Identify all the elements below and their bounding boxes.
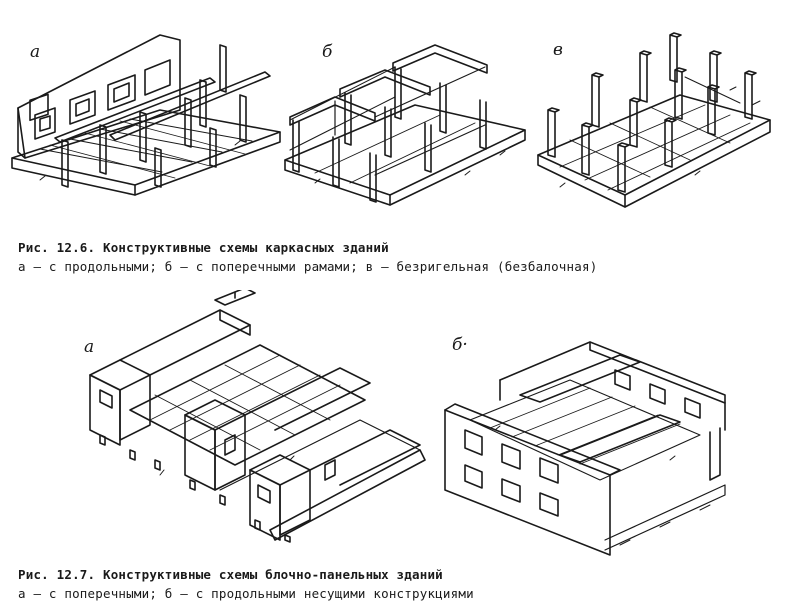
figure-12-7-caption-title: Рис. 12.7. Конструктивные схемы блочно-п… [18,567,443,582]
figure-12-6-label-c: в [553,40,563,60]
figure-12-7-a-drawing [60,290,430,545]
figure-12-6-label-a: а [30,42,41,62]
figure-12-6-caption-title: Рис. 12.6. Конструктивные схемы каркасны… [18,240,389,255]
figure-12-6-b-drawing [275,25,535,225]
figure-12-7-caption-text: а — с поперечными; б — с продольными нес… [18,586,474,601]
figure-12-6-caption-text: а — с продольными; б — с поперечными рам… [18,259,598,274]
figure-12-6-a-drawing [0,0,290,215]
figure-12-6-label-b: б [322,42,333,62]
figure-12-7-b-drawing [440,340,730,565]
figure-12-6-c-drawing [530,25,780,225]
figure-12-7-label-b: б· [452,335,468,355]
figure-12-7-label-a: а [84,337,95,357]
